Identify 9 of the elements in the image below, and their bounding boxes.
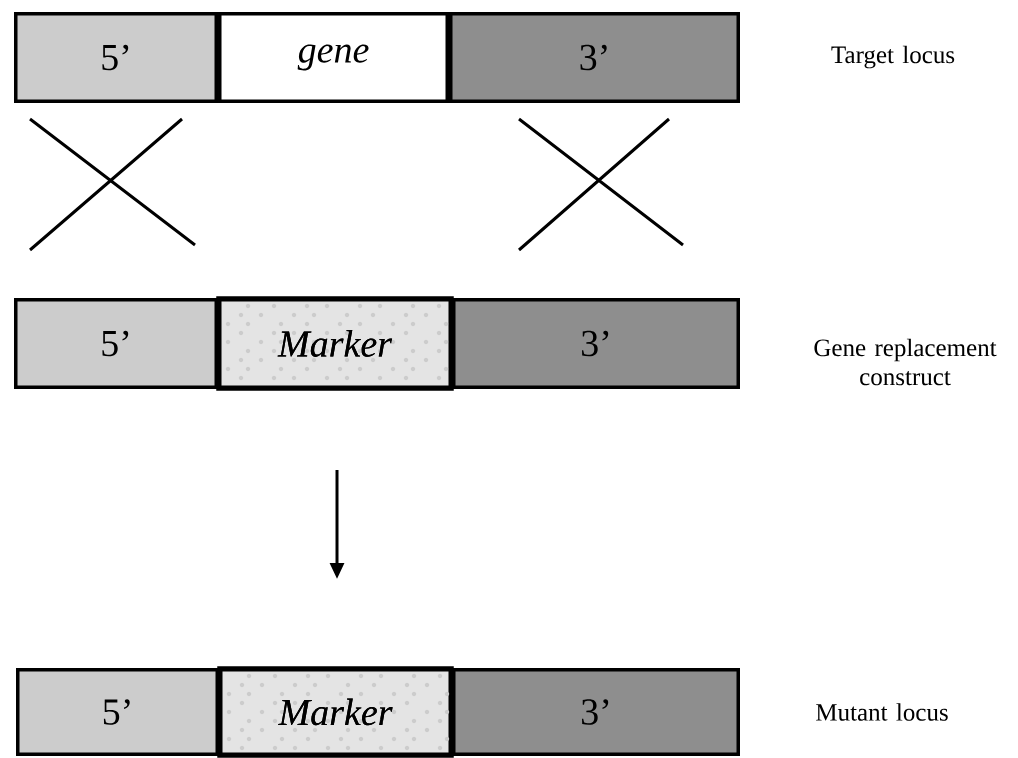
flank-segment: 3’ xyxy=(452,298,740,389)
gene-segment: gene xyxy=(218,12,449,103)
flank-segment: 5’ xyxy=(14,12,218,103)
flank-segment: 5’ xyxy=(16,668,219,756)
flank-segment: 3’ xyxy=(449,12,740,103)
marker-segment: Marker xyxy=(216,296,454,391)
flank-segment: 5’ xyxy=(14,298,218,389)
flank-segment: 3’ xyxy=(452,668,740,756)
marker-segment: Marker xyxy=(217,666,454,758)
